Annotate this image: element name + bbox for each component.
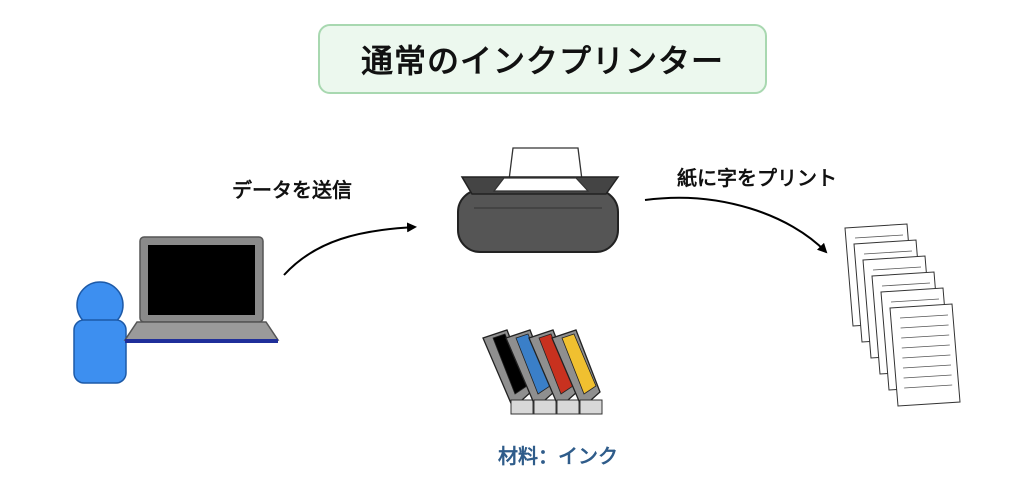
printer-icon — [457, 147, 620, 253]
material-label: 材料：インク — [498, 444, 618, 468]
printed-page — [889, 303, 961, 407]
send-data-label: データを送信 — [232, 178, 352, 202]
ink-cartridge-yellow — [551, 329, 603, 415]
laptop-icon — [123, 236, 280, 343]
ink-cartridge-black — [482, 329, 534, 415]
send-data-arrow — [283, 222, 417, 276]
printed-pages-icon — [844, 223, 961, 407]
person-icon — [73, 281, 127, 384]
print-arrow — [644, 196, 828, 254]
ink-cartridges-icon — [482, 329, 603, 415]
title-box: 通常のインクプリンター — [318, 24, 767, 94]
ink-cartridge-magenta — [528, 329, 580, 415]
print-label: 紙に字をプリント — [677, 166, 837, 190]
diagram-title: 通常のインクプリンター — [360, 42, 724, 80]
